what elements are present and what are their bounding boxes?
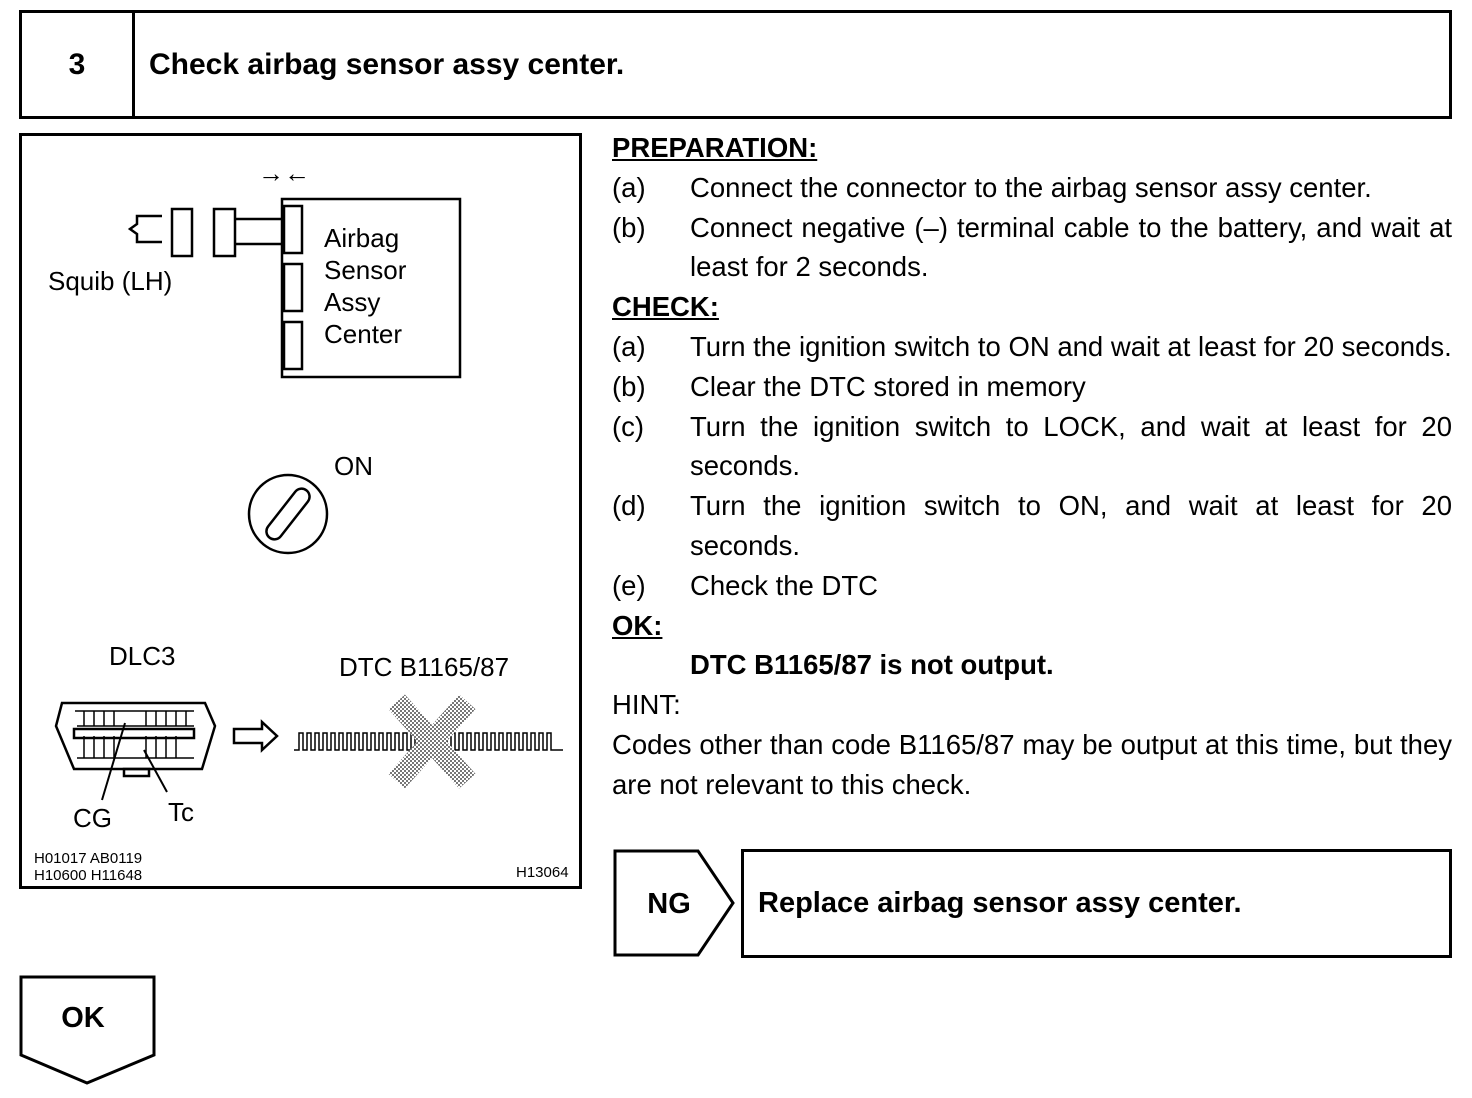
preparation-heading: PREPARATION:	[612, 132, 818, 163]
figure-id: H13064	[516, 864, 569, 881]
step-key: (a)	[612, 330, 646, 362]
ng-action-text: Replace airbag sensor assy center.	[758, 887, 1242, 919]
step-header: 3 Check airbag sensor assy center.	[19, 10, 1452, 119]
step-text: Check the DTC	[690, 569, 878, 601]
hint-heading: HINT:	[612, 689, 681, 721]
ok-tag: OK	[19, 975, 156, 1085]
ecu-label-line2: Sensor	[324, 255, 407, 285]
ng-tag: NG	[613, 849, 735, 957]
airbag-sensor-box-icon	[280, 197, 462, 379]
step-key: (c)	[612, 410, 645, 442]
ng-action-box: Replace airbag sensor assy center.	[741, 849, 1452, 958]
check-heading: CHECK:	[612, 291, 719, 323]
squib-label: Squib (LH)	[48, 266, 173, 296]
step-key: (d)	[612, 490, 646, 522]
ng-label: NG	[647, 888, 691, 920]
output-arrow-icon	[232, 719, 279, 753]
step-text: Turn the ignition switch to ON and wait …	[690, 330, 1452, 362]
diagram-drawing	[54, 197, 563, 801]
ecu-label-line1: Airbag	[324, 223, 400, 253]
ecu-plug-icon	[212, 207, 237, 258]
step-title: Check airbag sensor assy center.	[149, 47, 625, 81]
reference-codes-line1: H01017 AB0119	[34, 850, 143, 867]
tc-pointer-line	[143, 749, 168, 793]
step-number: 3	[22, 13, 135, 116]
step-text: Connect the connector to the airbag sens…	[690, 171, 1372, 203]
ok-label: OK	[61, 1002, 105, 1034]
check-step: (a) Turn the ignition switch to ON and w…	[612, 327, 1452, 367]
ok-heading: OK:	[612, 609, 663, 641]
step-text: Turn the ignition switch to ON, and wait…	[690, 490, 1452, 561]
step-text: Connect negative (–) terminal cable to t…	[690, 211, 1452, 283]
reference-codes-line2: H10600 H11648	[34, 867, 143, 884]
step-key: (b)	[612, 370, 646, 402]
preparation-step: (a) Connect the connector to the airbag …	[612, 168, 1452, 208]
check-step: (c) Turn the ignition switch to LOCK, an…	[612, 407, 1452, 487]
connector-cable-icon	[235, 217, 284, 246]
check-step: (e) Check the DTC	[612, 566, 1452, 606]
cg-terminal-label: CG	[73, 803, 112, 833]
dlc3-label: DLC3	[109, 641, 176, 671]
step-key: (b)	[612, 211, 646, 243]
dlc3-connector-icon	[54, 701, 217, 771]
ecu-label-line4: Center	[324, 319, 403, 349]
squib-plug-icon	[170, 207, 194, 258]
cg-pointer-line	[101, 722, 126, 801]
step-text: Clear the DTC stored in memory	[690, 370, 1086, 402]
step-text: Turn the ignition switch to LOCK, and wa…	[690, 410, 1452, 482]
check-step: (b) Clear the DTC stored in memory	[612, 367, 1452, 407]
squib-connector-icon	[127, 214, 162, 244]
no-output-x-icon	[388, 694, 476, 789]
ignition-switch-icon	[247, 473, 329, 555]
step-key: (e)	[612, 569, 646, 601]
switch-on-label: ON	[334, 451, 373, 481]
ecu-label-line3: Assy	[324, 287, 381, 317]
connect-arrows: →←	[258, 158, 310, 188]
procedure-text: PREPARATION: (a) Connect the connector t…	[612, 128, 1452, 805]
tc-terminal-label: Tc	[168, 797, 194, 827]
diagram-figure: →← Squib (LH) Airbag Sensor Assy Center …	[19, 133, 582, 889]
step-key: (a)	[612, 171, 646, 203]
check-step: (d) Turn the ignition switch to ON, and …	[612, 486, 1452, 566]
ok-result-text: DTC B1165/87 is not output.	[690, 649, 1054, 681]
preparation-step: (b) Connect negative (–) terminal cable …	[612, 208, 1452, 288]
dtc-label: DTC B1165/87	[339, 652, 510, 682]
hint-text: Codes other than code B1165/87 may be ou…	[612, 728, 1452, 800]
